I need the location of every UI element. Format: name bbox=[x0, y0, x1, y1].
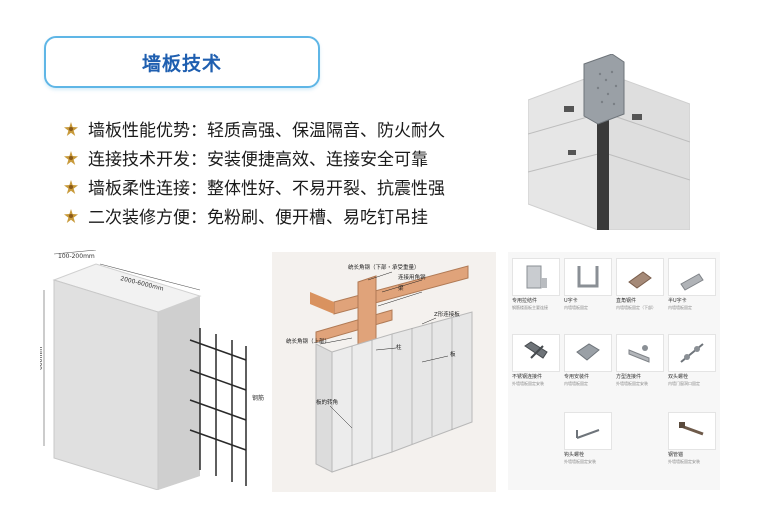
bullet-item: 墙板柔性连接：整体性好、不易开裂、抗震性强 bbox=[64, 172, 504, 201]
label-panel-corner: 板的转角 bbox=[316, 398, 338, 406]
right-angle-steel-icon bbox=[628, 271, 652, 289]
connection-diagram-image: 统长角钢（下部・承受重量） 连接用角钢 梁 Z形连接板 统长角钢（上部） 柱 板… bbox=[272, 252, 496, 492]
part-item: 直角钢件 内墙墙板固定（下部） bbox=[616, 258, 664, 310]
dim-thickness-label: 100-200mm bbox=[58, 253, 95, 260]
star-bullet-icon bbox=[64, 208, 78, 223]
label-long-angle-upper: 统长角钢（上部） bbox=[286, 337, 330, 345]
star-bullet-icon bbox=[64, 150, 78, 165]
label-connector-angle: 连接用角钢 bbox=[398, 273, 426, 281]
install-piece-icon bbox=[576, 343, 600, 361]
double-end-bolt-icon bbox=[680, 343, 704, 363]
u-clip-icon bbox=[577, 266, 599, 288]
bullet-item: 墙板性能优势：轻质高强、保温隔音、防火耐久 bbox=[64, 114, 504, 143]
part-item: 不锈钢连接件 外墙墙板固定安装 bbox=[512, 334, 560, 386]
part-item: 专用安装件 内墙墙板固定 bbox=[564, 334, 612, 386]
bullet-text: 墙板性能优势：轻质高强、保温隔音、防火耐久 bbox=[88, 121, 445, 141]
part-item: U字卡 内墙墙板固定 bbox=[564, 258, 612, 310]
label-beam: 梁 bbox=[398, 284, 404, 292]
page-title: 墙板技术 bbox=[141, 52, 222, 75]
label-column: 柱 bbox=[396, 343, 402, 351]
label-z-plate: Z形连接板 bbox=[434, 310, 460, 318]
part-item: 专用拉结件 钢筋楼面板主要连接 bbox=[512, 258, 560, 310]
square-connector-icon bbox=[628, 345, 650, 363]
part-item: 双头螺栓 内墙门窗洞口固定 bbox=[668, 334, 716, 386]
steel-pipe-anchor-icon bbox=[679, 422, 704, 436]
parts-catalog: 专用拉结件 钢筋楼面板主要连接 U字卡 内墙墙板固定 直角钢件 内墙墙板固定（下… bbox=[508, 252, 720, 490]
half-u-clip-icon bbox=[680, 273, 704, 291]
hook-bolt-icon bbox=[576, 429, 600, 439]
title-box: 墙板技术 bbox=[44, 36, 320, 88]
dim-height-label: 600mm bbox=[40, 347, 44, 370]
stainless-connector-icon bbox=[524, 341, 548, 359]
bullet-text: 墙板柔性连接：整体性好、不易开裂、抗震性强 bbox=[88, 179, 445, 199]
bullet-list: 墙板性能优势：轻质高强、保温隔音、防火耐久 连接技术开发：安装便捷高效、连接安全… bbox=[64, 114, 504, 230]
label-panel: 板 bbox=[450, 350, 456, 358]
bullet-text: 连接技术开发：安装便捷高效、连接安全可靠 bbox=[88, 150, 428, 170]
bullet-item: 连接技术开发：安装便捷高效、连接安全可靠 bbox=[64, 143, 504, 172]
star-bullet-icon bbox=[64, 179, 78, 194]
rebar-label: 钢筋 bbox=[252, 394, 264, 402]
corner-connector-image bbox=[528, 54, 690, 230]
star-bullet-icon bbox=[64, 121, 78, 136]
part-item: 钩头螺栓 外墙墙板固定安装 bbox=[564, 412, 612, 464]
part-item: 半U字卡 内墙墙板固定 bbox=[668, 258, 716, 310]
bullet-item: 二次装修方便：免粉刷、便开槽、易吃钉吊挂 bbox=[64, 201, 504, 230]
part-item: 方型连接件 外墙墙板固定安装 bbox=[616, 334, 664, 386]
part-item: 钢管锚 外墙墙板固定安装 bbox=[668, 412, 716, 464]
panel-rebar-image: 100-200mm 2000-6000mm 600mm 钢筋 bbox=[40, 250, 264, 490]
bullet-text: 二次装修方便：免粉刷、便开槽、易吃钉吊挂 bbox=[88, 208, 428, 228]
label-long-angle-lower: 统长角钢（下部・承受重量） bbox=[348, 263, 420, 271]
tie-piece-icon bbox=[526, 265, 547, 289]
